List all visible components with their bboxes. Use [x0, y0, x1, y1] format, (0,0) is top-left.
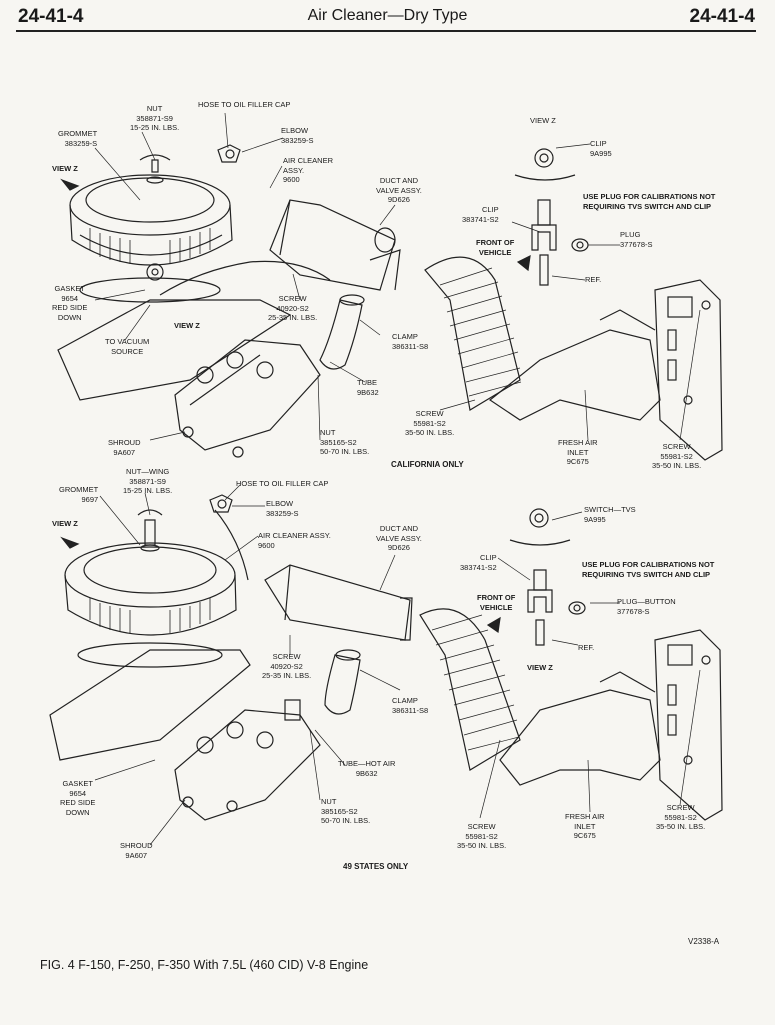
label-view-z: VIEW Z: [52, 164, 78, 173]
label-49-states-only: 49 STATES ONLY: [343, 862, 409, 871]
lower-valve-manifold: [49, 649, 321, 821]
label-lower-view-z: VIEW Z: [52, 519, 78, 528]
upper-elbow: [217, 144, 241, 163]
page-header: 24-41-4 Air Cleaner—Dry Type 24-41-4: [0, 0, 775, 34]
upper-vacuum-hose: [159, 260, 331, 296]
header-rule: [16, 30, 756, 32]
upper-duct-valve: [269, 199, 401, 291]
lower-tube: [324, 649, 361, 715]
upper-valve-manifold: [57, 299, 321, 458]
label-view-z-inset: VIEW Z: [530, 116, 556, 125]
upper-view-z-arrow: [60, 178, 80, 191]
label-lower-view-z-inset: VIEW Z: [527, 663, 553, 672]
upper-tube: [319, 294, 365, 370]
figure-code: V2338-A: [688, 937, 720, 946]
lower-elbow: [209, 494, 233, 513]
label-lower-ref: REF.: [578, 643, 595, 652]
lower-view-z-arrow: [60, 536, 80, 549]
upper-fresh-air-inlet: [488, 309, 661, 421]
lower-air-cleaner: [64, 509, 237, 668]
page-number-right: 24-41-4: [689, 6, 756, 27]
upper-front-arrow: [516, 254, 531, 272]
label-hose-to-oil-filler-cap: HOSE TO OIL FILLER CAP: [198, 100, 291, 109]
figure-caption: FIG. 4 F-150, F-250, F-350 With 7.5L (46…: [40, 958, 369, 972]
label-ref: REF.: [585, 275, 602, 284]
lower-leader-lines: [94, 484, 701, 846]
label-view-z-under: VIEW Z: [174, 321, 200, 330]
lower-fresh-air-inlet: [499, 671, 661, 786]
lower-vacuum-hose: [214, 509, 249, 581]
lower-front-arrow: [486, 616, 501, 634]
upper-leader-lines: [94, 112, 701, 441]
label-california-only: CALIFORNIA ONLY: [391, 460, 464, 469]
lower-duct-valve: [264, 564, 413, 641]
lower-view-z-inset: [509, 508, 586, 646]
page-title: Air Cleaner—Dry Type: [307, 7, 468, 24]
upper-fender-panel: [654, 279, 723, 461]
page-number-left: 24-41-4: [18, 6, 84, 27]
lower-fender-panel: [654, 629, 723, 821]
upper-air-cleaner: [69, 154, 233, 303]
label-lower-air-cleaner-assy: AIR CLEANER ASSY.9600: [258, 531, 331, 550]
label-lower-hose-to-oil-filler-cap: HOSE TO OIL FILLER CAP: [236, 479, 329, 488]
lower-flex-hose: [419, 608, 521, 771]
